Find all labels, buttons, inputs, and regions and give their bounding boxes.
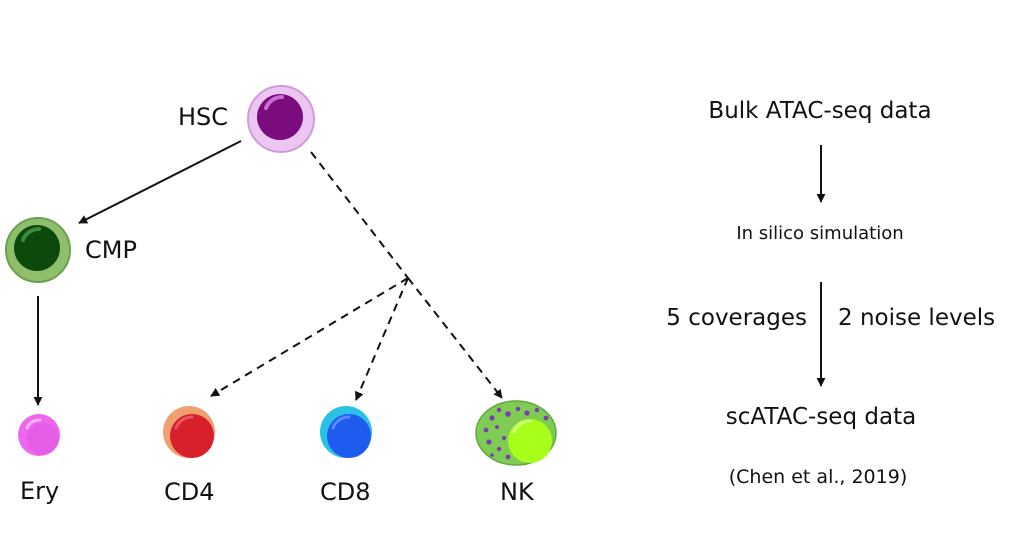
cmp-label: CMP [85, 236, 137, 264]
ery-label: Ery [20, 477, 59, 505]
nk-cell [475, 400, 557, 466]
scatac-seq-label: scATAC-seq data [726, 404, 916, 430]
cd8-cell [320, 406, 372, 458]
cd8-label: CD8 [320, 478, 371, 506]
cmp-cell-highlight [21, 226, 41, 242]
bulk-atac-seq-label: Bulk ATAC-seq data [708, 98, 931, 124]
nk-cell-highlight [512, 419, 532, 434]
coverages-label: 5 coverages [666, 305, 807, 331]
dashed-hsc-to-branch [310, 151, 409, 279]
hsc-label: HSC [178, 103, 228, 131]
citation-label: (Chen et al., 2019) [729, 466, 907, 488]
in-silico-simulation-label: In silico simulation [736, 223, 903, 244]
cd4-cell [163, 406, 215, 458]
dashed-arrow-to-cd4 [210, 277, 409, 397]
cmp-cell [5, 217, 71, 283]
cd4-label: CD4 [164, 478, 215, 506]
cd8-cell-highlight [331, 415, 351, 430]
ery-cell [18, 414, 60, 456]
cd4-cell-highlight [174, 415, 194, 430]
cd8-cell-nucleus [327, 414, 371, 458]
ery-cell-shade [27, 423, 59, 455]
dashed-arrow-to-cd8 [355, 277, 409, 401]
ery-cell-highlight [25, 418, 42, 430]
nk-cell-granules [483, 406, 549, 460]
nk-label: NK [500, 478, 535, 506]
cd4-cell-nucleus [170, 414, 214, 458]
hsc-cell-nucleus [257, 94, 303, 140]
cmp-cell-nucleus [14, 225, 60, 271]
arrow-hsc-to-cmp [78, 140, 242, 224]
hsc-cell [247, 85, 315, 153]
noise-levels-label: 2 noise levels [838, 305, 995, 331]
hsc-cell-highlight [264, 94, 284, 110]
dashed-arrow-to-nk [407, 277, 503, 399]
nk-cell-nucleus [508, 419, 552, 463]
